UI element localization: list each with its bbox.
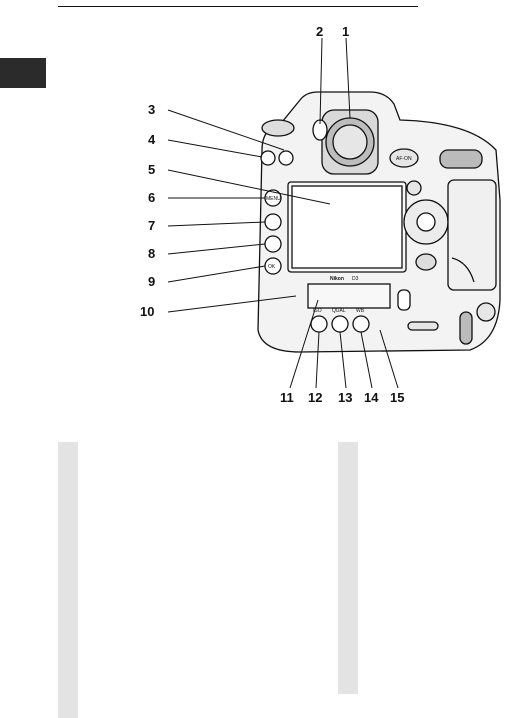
callout-14: 14 <box>364 390 379 405</box>
top-rule <box>58 6 418 7</box>
label-qual: QUAL <box>332 308 346 314</box>
callout-12: 12 <box>308 390 322 405</box>
callout-5: 5 <box>148 162 155 177</box>
label-iso: ISO <box>313 308 322 314</box>
info-panel-right <box>338 442 358 694</box>
label-af-on: AF-ON <box>396 156 412 162</box>
camera-body <box>257 91 501 353</box>
callout-6: 6 <box>148 190 155 205</box>
info-panel-left <box>58 442 78 718</box>
callout-3: 3 <box>148 102 155 117</box>
chapter-tab <box>0 58 46 88</box>
callout-1: 1 <box>342 24 349 39</box>
callout-8: 8 <box>148 246 155 261</box>
callout-11: 11 <box>280 390 294 405</box>
callout-7: 7 <box>148 218 155 233</box>
label-menu: MENU <box>266 196 281 202</box>
callout-2: 2 <box>316 24 323 39</box>
label-wb: WB <box>356 308 365 314</box>
label-ok: OK <box>268 264 276 270</box>
callout-13: 13 <box>338 390 352 405</box>
callout-4: 4 <box>148 132 156 147</box>
callout-10: 10 <box>140 304 154 319</box>
callout-9: 9 <box>148 274 155 289</box>
leader-lines <box>167 37 399 389</box>
camera-back-diagram: MENU OK ISO QUAL WB AF-ON Nikon D3 2 1 3… <box>140 24 501 405</box>
label-brand: Nikon <box>330 276 344 282</box>
callout-15: 15 <box>390 390 404 405</box>
label-model: D3 <box>352 276 359 282</box>
